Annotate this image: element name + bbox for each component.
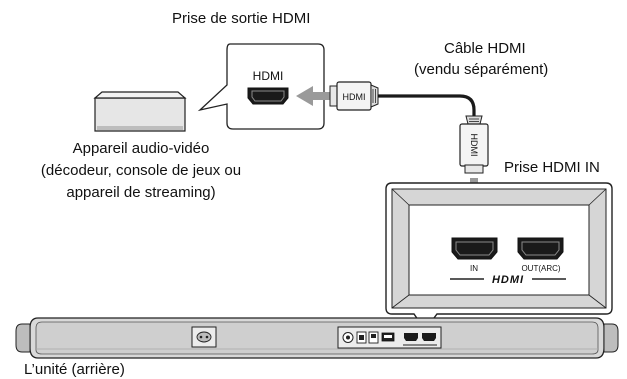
plug-horizontal-label: HDMI xyxy=(343,92,366,102)
hdmi-output-callout: HDMI xyxy=(197,43,325,130)
hdmi-logo-text: HDMI xyxy=(492,274,524,286)
insert-arrow-left xyxy=(296,86,336,106)
hdmi-in-jack-label: Prise HDMI IN xyxy=(504,159,600,176)
rear-panel-callout: IN OUT(ARC) HDMI xyxy=(385,182,613,332)
connector-panel xyxy=(337,326,442,349)
av-device xyxy=(93,91,187,132)
hdmi-output-jack-label: Prise de sortie HDMI xyxy=(172,10,311,27)
out-port-label: OUT(ARC) xyxy=(521,264,560,273)
hdmi-cable-label-line2: (vendu séparément) xyxy=(414,61,549,78)
soundbar-unit xyxy=(15,317,619,359)
source-hdmi-port xyxy=(247,87,289,105)
hdmi-plug-vertical: HDMI xyxy=(459,115,489,174)
source-port-label: HDMI xyxy=(253,69,284,83)
hdmi-plug-horizontal: HDMI xyxy=(329,81,379,111)
plug-vertical-label: HDMI xyxy=(469,134,479,157)
hdmi-cable-label-line1: Câble HDMI xyxy=(444,40,526,57)
hdmi-cable xyxy=(378,94,476,116)
hdmi-out-arc-port: OUT(ARC) xyxy=(517,237,564,273)
power-inlet xyxy=(191,326,217,348)
hdmi-logo: HDMI xyxy=(450,274,566,286)
av-device-label-line2: (décodeur, console de jeux ou xyxy=(40,162,242,179)
unit-rear-label: L’unité (arrière) xyxy=(24,361,125,378)
av-device-label-line3: appareil de streaming) xyxy=(66,184,216,201)
hdmi-in-port: IN xyxy=(451,237,498,273)
av-device-label-line1: Appareil audio-vidéo xyxy=(72,140,210,157)
in-port-label: IN xyxy=(470,264,478,273)
